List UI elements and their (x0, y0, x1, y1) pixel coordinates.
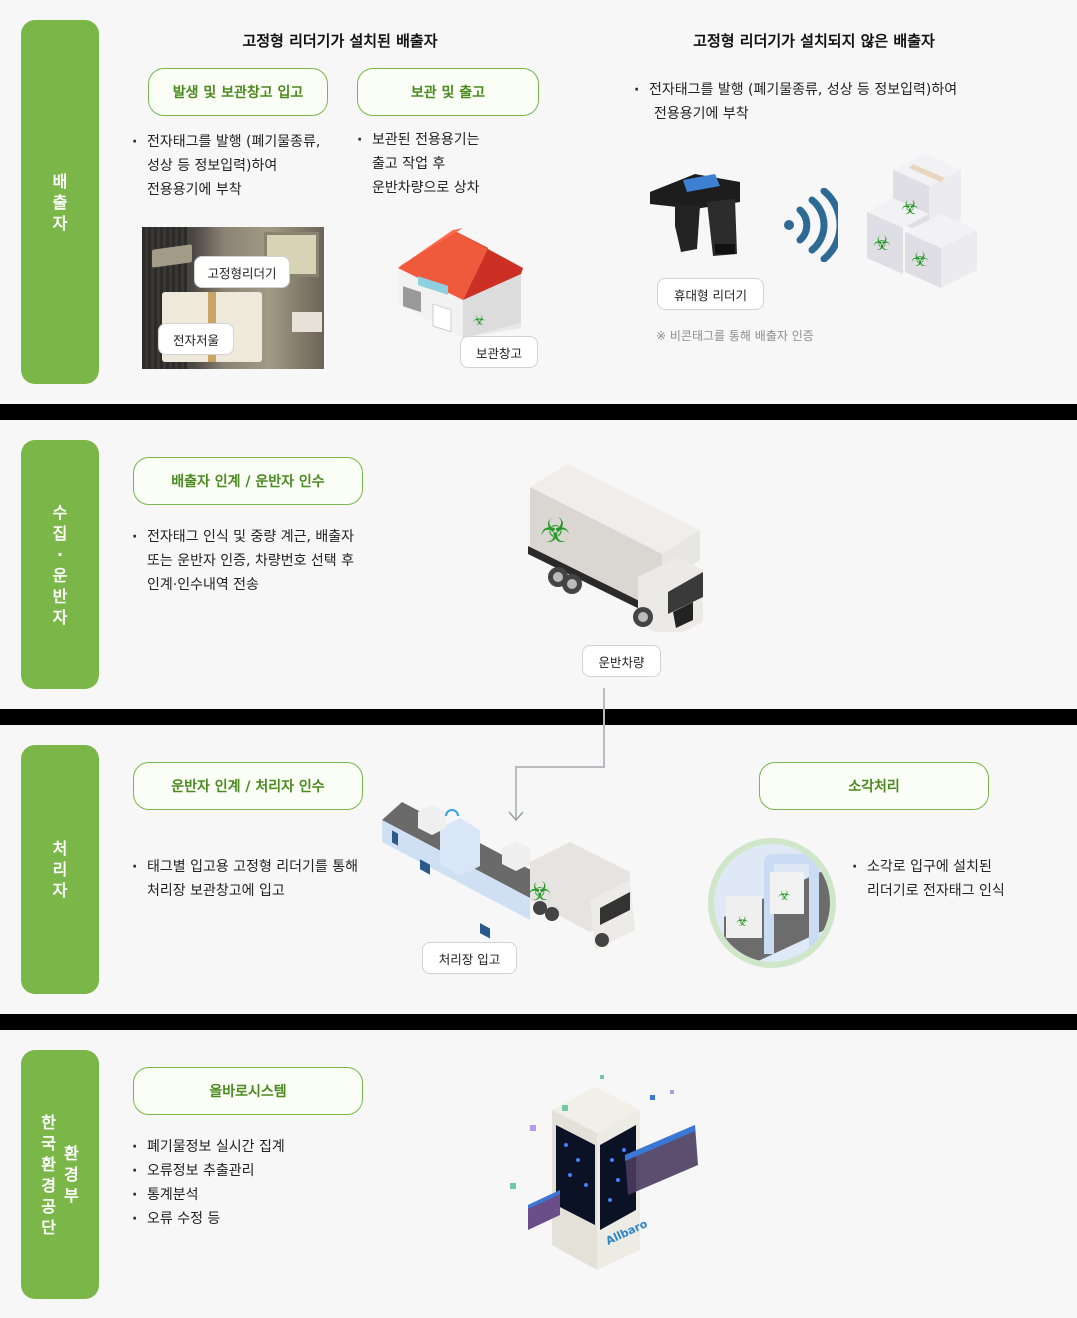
step-incineration: 소각처리 (759, 762, 989, 810)
role-label-emitter: 배 출 자 (21, 20, 99, 384)
role-char: 단 (41, 1217, 56, 1237)
role-char: 운 (52, 565, 68, 585)
role-char: 처 (52, 839, 68, 858)
wireless-signal-icon (784, 188, 838, 262)
svg-text:☣: ☣ (528, 877, 551, 907)
step-transporter-handover: 운반자 인계 / 처리자 인수 (133, 762, 363, 810)
role-label-agency: 한 국 환 경 공 단 환 경 부 (21, 1050, 99, 1299)
handheld-reader-illustration (650, 174, 740, 256)
flow-connector-arrow (508, 688, 605, 822)
tag-processing-intake: 처리장 입고 (422, 942, 517, 974)
tag-transport-vehicle: 운반차량 (582, 645, 661, 677)
svg-text:☣: ☣ (911, 247, 929, 271)
warehouse-illustration: ☣ (398, 228, 523, 338)
tag-storage-warehouse: 보관창고 (460, 336, 538, 368)
role-char: 자 (52, 881, 68, 900)
svg-text:☣: ☣ (901, 195, 919, 219)
role-char: 경 (41, 1175, 56, 1195)
bullet-item: 오류정보 추출관리 (132, 1159, 285, 1183)
svg-text:☣: ☣ (873, 231, 891, 255)
role-char: 자 (52, 213, 68, 233)
role-char: 환 (64, 1144, 79, 1163)
step-storage-out: 보관 및 출고 (357, 68, 539, 116)
bullet-item: 폐기물정보 실시간 집계 (132, 1135, 285, 1159)
role-char: · (56, 544, 64, 564)
group-title-fixed-reader: 고정형 리더기가 설치된 배출자 (242, 32, 438, 50)
step-emitter-handover: 배출자 인계 / 운반자 인수 (133, 457, 363, 505)
allbaro-server-illustration: Allbaro (510, 1075, 698, 1270)
section-divider (0, 1014, 1077, 1030)
bullets-allbaro: 폐기물정보 실시간 집계 오류정보 추출관리 통계분석 오류 수정 등 (132, 1135, 285, 1231)
tag-handheld-reader: 휴대형 리더기 (657, 278, 764, 310)
tag-fixed-reader: 고정형리더기 (194, 256, 290, 288)
role-label-collector: 수 집 · 운 반 자 (21, 440, 99, 689)
svg-text:☣: ☣ (473, 313, 486, 329)
transport-truck-illustration: ☣ (528, 464, 703, 632)
svg-text:☣: ☣ (540, 511, 570, 551)
role-char: 환 (41, 1154, 56, 1174)
role-char: 자 (52, 607, 68, 627)
section-divider (0, 709, 1077, 725)
step-generation-storage-in: 발생 및 보관창고 입고 (148, 68, 328, 116)
tag-electronic-scale: 전자저울 (158, 323, 234, 355)
incinerator-entrance-illustration: ☣ ☣ (708, 838, 836, 968)
step-allbaro-system: 올바로시스템 (133, 1067, 363, 1115)
role-char: 한 (41, 1112, 56, 1132)
role-char: 반 (52, 586, 68, 606)
role-char: 국 (41, 1133, 56, 1153)
conveyor-intake-illustration: ☣ (382, 802, 635, 950)
role-char: 부 (64, 1186, 79, 1205)
role-label-processor: 처 리 자 (21, 745, 99, 994)
group-title-no-fixed-reader: 고정형 리더기가 설치되지 않은 배출자 (693, 32, 935, 50)
bullet-item: 통계분석 (132, 1183, 285, 1207)
role-char: 공 (41, 1196, 56, 1216)
tagged-boxes-illustration: ☣ ☣ ☣ (867, 154, 977, 288)
role-char: 수 (52, 502, 68, 522)
bullet-item: 오류 수정 등 (132, 1207, 285, 1231)
section-divider (0, 404, 1077, 420)
role-char: 출 (52, 192, 68, 212)
beacon-note: ※ 비콘태그를 통해 배출자 인증 (656, 329, 814, 343)
role-char: 집 (52, 523, 68, 543)
role-char: 리 (52, 860, 68, 879)
role-char: 배 (52, 171, 68, 191)
role-char: 경 (64, 1165, 79, 1184)
